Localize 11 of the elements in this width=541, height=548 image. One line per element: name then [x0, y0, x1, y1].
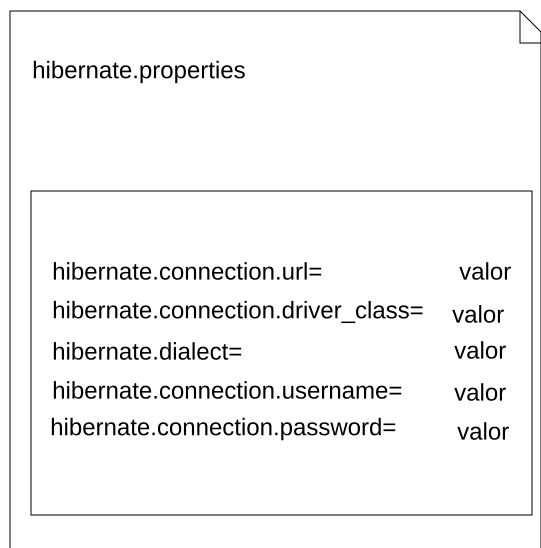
property-key: hibernate.dialect= — [54, 342, 242, 360]
property-value: valor — [459, 262, 511, 280]
property-key: hibernate.connection.username= — [54, 381, 402, 399]
file-name: hibernate.properties — [34, 60, 245, 84]
property-key: hibernate.connection.password= — [52, 418, 396, 440]
property-value: valor — [457, 422, 509, 440]
property-value: valor — [452, 305, 504, 323]
property-key: hibernate.connection.url= — [54, 262, 322, 280]
property-value: valor — [454, 383, 506, 401]
property-key: hibernate.connection.driver_class= — [54, 300, 422, 324]
property-value: valor — [454, 341, 506, 359]
